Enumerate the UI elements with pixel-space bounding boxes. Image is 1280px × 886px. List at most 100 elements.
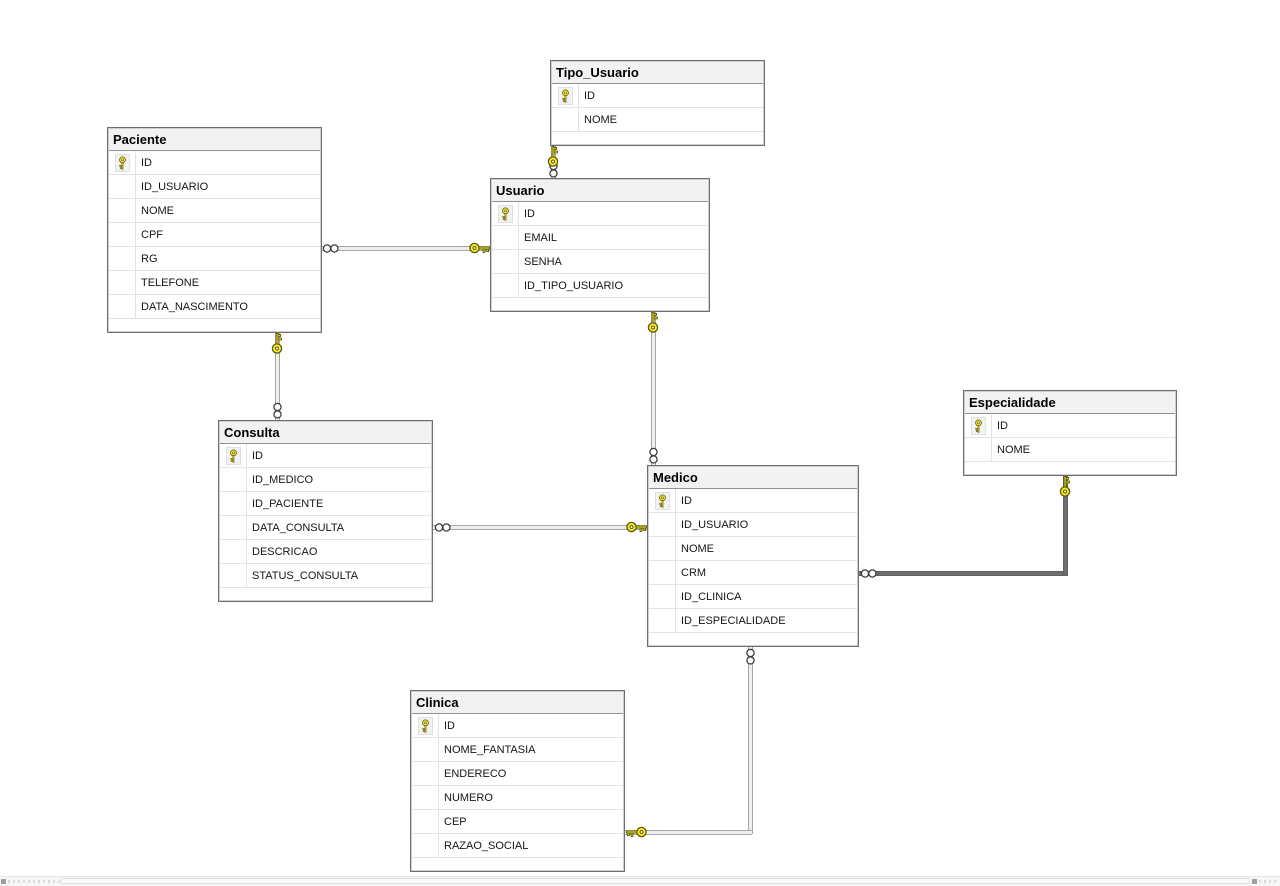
pk-cell xyxy=(109,247,136,270)
column-row[interactable]: ID xyxy=(220,444,431,468)
column-row[interactable]: ID_MEDICO xyxy=(220,468,431,492)
scrollbar-dots-right xyxy=(1259,880,1279,883)
column-row[interactable]: ID xyxy=(965,414,1175,438)
table-header[interactable]: Consulta xyxy=(220,422,431,444)
column-name: ID xyxy=(997,419,1008,432)
new-column-row[interactable] xyxy=(649,633,857,645)
column-row[interactable]: STATUS_CONSULTA xyxy=(220,564,431,588)
column-name: DATA_CONSULTA xyxy=(252,521,345,534)
column-name: RG xyxy=(141,252,158,265)
column-row[interactable]: RAZAO_SOCIAL xyxy=(412,834,623,858)
column-row[interactable]: ID_USUARIO xyxy=(649,513,857,537)
primary-key-icon xyxy=(970,416,986,435)
column-row[interactable]: NOME xyxy=(965,438,1175,462)
column-row[interactable]: CRM xyxy=(649,561,857,585)
new-column-row[interactable] xyxy=(109,319,320,331)
column-row[interactable]: NUMERO xyxy=(412,786,623,810)
new-column-row[interactable] xyxy=(220,588,431,600)
infinity-icon xyxy=(321,243,341,254)
column-row[interactable]: ID xyxy=(412,714,623,738)
column-name: NOME xyxy=(584,113,617,126)
table-header[interactable]: Especialidade xyxy=(965,392,1175,414)
pk-cell xyxy=(412,834,439,857)
column-name: ID_USUARIO xyxy=(141,180,209,193)
pk-cell xyxy=(109,223,136,246)
column-row[interactable]: NOME xyxy=(109,199,320,223)
column-name: NOME xyxy=(141,204,174,217)
column-row[interactable]: ID_TIPO_USUARIO xyxy=(492,274,708,298)
column-name: ID_PACIENTE xyxy=(252,497,324,510)
pk-cell xyxy=(412,810,439,833)
column-name: ID_ESPECIALIDADE xyxy=(681,614,786,627)
pk-cell xyxy=(220,492,247,515)
infinity-icon xyxy=(433,522,453,533)
table-header[interactable]: Medico xyxy=(649,467,857,489)
column-name: CRM xyxy=(681,566,707,579)
table-header[interactable]: Tipo_Usuario xyxy=(552,62,763,84)
relationship-line-medico-to-clinica[interactable] xyxy=(748,646,753,834)
scrollbar-right-grip[interactable] xyxy=(1252,879,1257,884)
pk-cell xyxy=(109,271,136,294)
table-header[interactable]: Usuario xyxy=(492,180,708,202)
column-row[interactable]: ID xyxy=(492,202,708,226)
column-name: ID_CLINICA xyxy=(681,590,742,603)
relationship-line-consulta-to-medico[interactable] xyxy=(433,525,647,530)
column-row[interactable]: ENDERECO xyxy=(412,762,623,786)
column-row[interactable]: DESCRICAO xyxy=(220,540,431,564)
new-column-row[interactable] xyxy=(552,132,763,144)
column-row[interactable]: TELEFONE xyxy=(109,271,320,295)
table-header[interactable]: Clinica xyxy=(412,692,623,714)
horizontal-scrollbar[interactable] xyxy=(0,876,1280,886)
key-icon xyxy=(468,241,491,255)
pk-cell xyxy=(649,513,676,536)
pk-cell xyxy=(109,295,136,318)
column-row[interactable]: ID_USUARIO xyxy=(109,175,320,199)
primary-key-icon xyxy=(557,86,573,105)
column-row[interactable]: ID xyxy=(109,151,320,175)
relationship-line-medico-to-clinica[interactable] xyxy=(625,830,752,835)
column-row[interactable]: ID xyxy=(552,84,763,108)
column-row[interactable]: RG xyxy=(109,247,320,271)
new-column-row[interactable] xyxy=(492,298,708,310)
column-row[interactable]: EMAIL xyxy=(492,226,708,250)
column-row[interactable]: DATA_NASCIMENTO xyxy=(109,295,320,319)
column-name: ID xyxy=(524,207,535,220)
relationship-line-medico-to-usuario[interactable] xyxy=(651,311,656,465)
column-row[interactable]: SENHA xyxy=(492,250,708,274)
column-row[interactable]: DATA_CONSULTA xyxy=(220,516,431,540)
column-row[interactable]: CEP xyxy=(412,810,623,834)
column-row[interactable]: NOME xyxy=(649,537,857,561)
relationship-line-consulta-to-paciente[interactable] xyxy=(275,332,280,420)
column-row[interactable]: NOME xyxy=(552,108,763,132)
column-row[interactable]: ID xyxy=(649,489,857,513)
scrollbar-thumb[interactable] xyxy=(61,878,1250,884)
table-header[interactable]: Paciente xyxy=(109,129,320,151)
pk-cell xyxy=(412,786,439,809)
column-row[interactable]: NOME_FANTASIA xyxy=(412,738,623,762)
column-row[interactable]: ID_PACIENTE xyxy=(220,492,431,516)
relationship-line-paciente-to-usuario[interactable] xyxy=(322,246,490,251)
relationship-line-medico-to-especialidade[interactable] xyxy=(859,571,1068,576)
column-name: ID_MEDICO xyxy=(252,473,314,486)
relationship-line-medico-to-especialidade[interactable] xyxy=(1063,475,1068,575)
pk-cell xyxy=(552,84,579,107)
column-row[interactable]: CPF xyxy=(109,223,320,247)
column-name: NOME xyxy=(997,443,1030,456)
key-icon xyxy=(625,825,648,839)
scrollbar-left-grip[interactable] xyxy=(1,879,6,884)
column-row[interactable]: ID_CLINICA xyxy=(649,585,857,609)
new-column-row[interactable] xyxy=(412,858,623,870)
pk-cell xyxy=(109,151,136,174)
column-row[interactable]: ID_ESPECIALIDADE xyxy=(649,609,857,633)
key-icon xyxy=(546,145,560,168)
new-column-row[interactable] xyxy=(965,462,1175,474)
